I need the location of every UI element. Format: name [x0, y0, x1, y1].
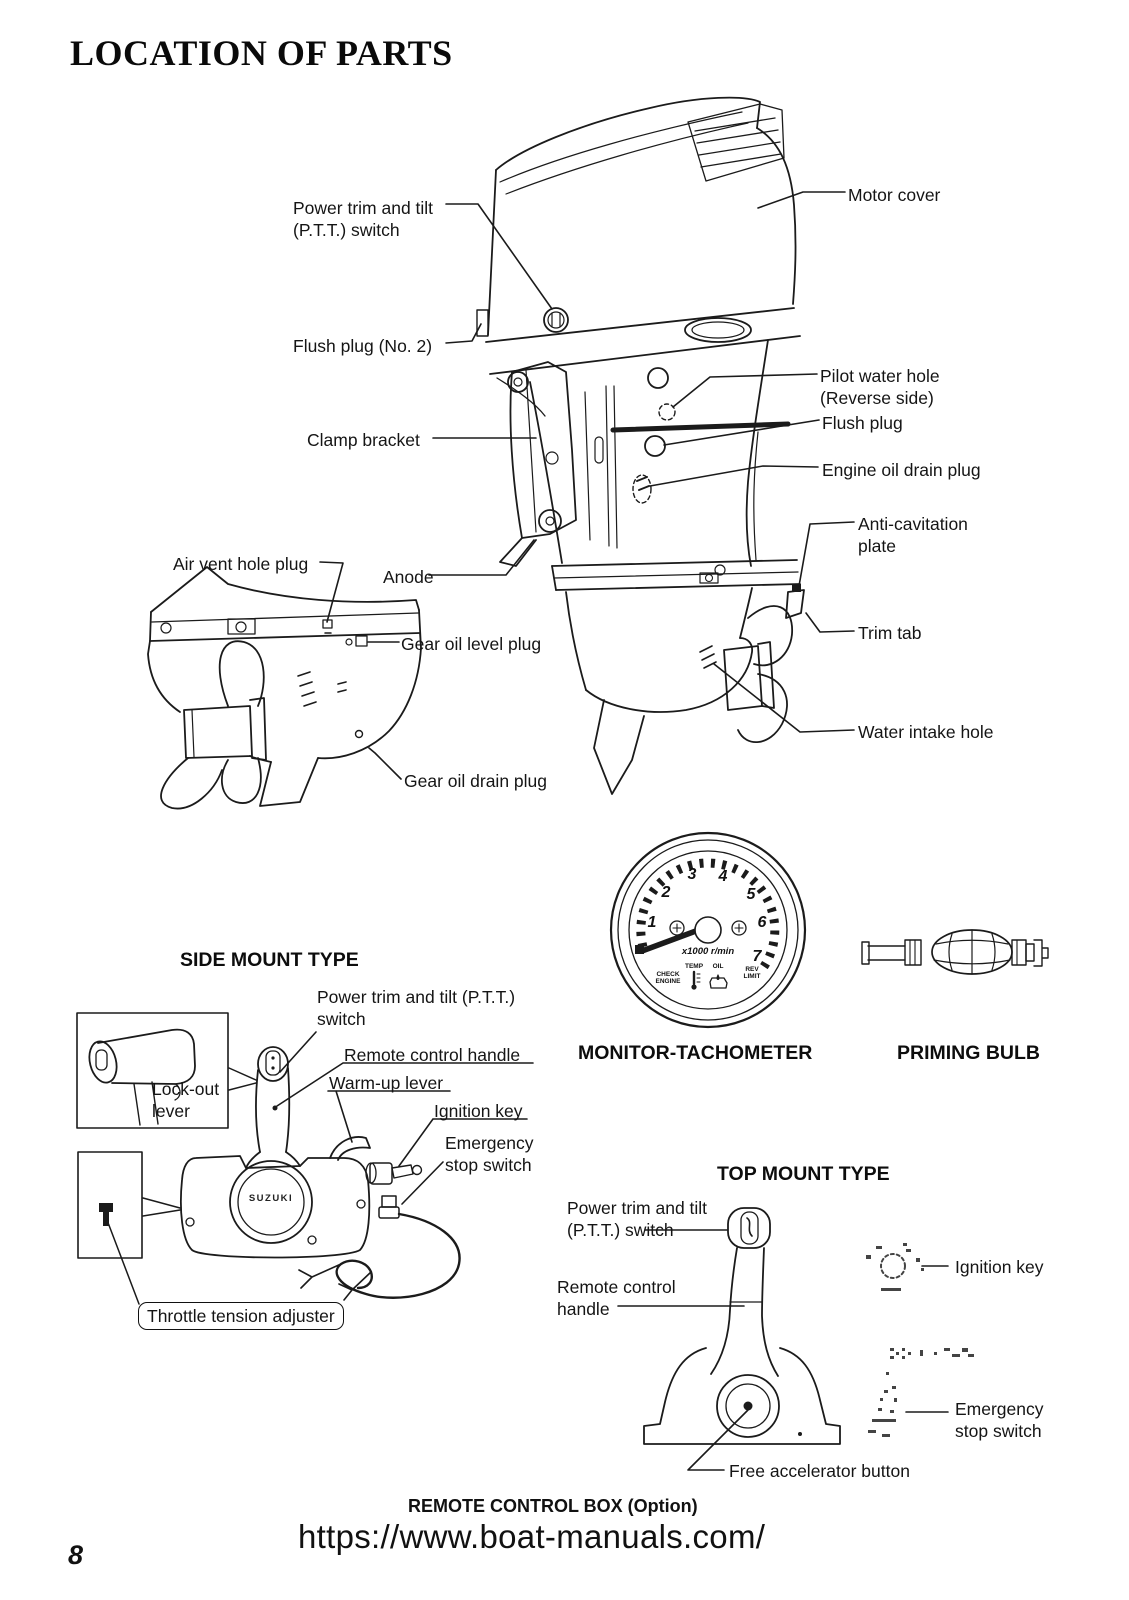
dial-number-5: 5 — [746, 886, 756, 903]
warning-temp: TEMP — [684, 963, 704, 970]
warning-oil: OIL — [712, 963, 724, 970]
label-remote-control-handle: Remote control handle — [344, 1045, 521, 1065]
tachometer-illustration — [609, 831, 807, 1029]
top-mount-illustration — [643, 1207, 841, 1445]
caption-remote-control-box: REMOTE CONTROL BOX (Option) — [408, 1496, 698, 1516]
dial-number-6: 6 — [757, 914, 767, 931]
label-anode: Anode — [383, 567, 434, 587]
label-free-accelerator-button: Free accelerator button — [729, 1461, 910, 1481]
label-water-intake-hole: Water intake hole — [858, 722, 994, 742]
label-gear-oil-drain-plug: Gear oil drain plug — [404, 771, 547, 791]
label-gear-oil-level-plug: Gear oil level plug — [401, 634, 542, 654]
label-engine-oil-drain-plug: Engine oil drain plug — [822, 460, 981, 480]
label-lock-out-lever: Lock-out lever — [152, 1079, 220, 1122]
label-throttle-tension-adjuster: Throttle tension adjuster — [138, 1302, 344, 1331]
label-sm-ptt-switch: Power trim and tilt (P.T.T.) switch — [317, 987, 516, 1030]
dial-number-1: 1 — [647, 914, 657, 931]
label-ignition-key: Ignition key — [434, 1101, 523, 1121]
label-flush-plug-no2: Flush plug (No. 2) — [293, 336, 433, 356]
label-tm-emergency-stop-switch: Emergency stop switch — [955, 1399, 1044, 1442]
warning-rev-limit: REV LIMIT — [743, 966, 761, 981]
page-title: LOCATION OF PARTS — [70, 33, 453, 73]
heading-side-mount-type: SIDE MOUNT TYPE — [180, 949, 359, 971]
label-clamp-bracket: Clamp bracket — [307, 430, 420, 450]
footer-url: https://www.boat-manuals.com/ — [298, 1518, 766, 1555]
dial-unit-label: x1000 r/min — [681, 946, 735, 957]
dial-number-7: 7 — [752, 948, 762, 965]
outboard-motor-illustration — [476, 96, 805, 795]
label-flush-plug: Flush plug — [822, 413, 903, 433]
dial-number-4: 4 — [718, 868, 728, 885]
label-pilot-water-hole: Pilot water hole (Reverse side) — [820, 366, 940, 409]
label-trim-tab: Trim tab — [858, 623, 922, 643]
suzuki-logo-text: SUZUKI — [248, 1193, 294, 1204]
label-tm-ignition-key: Ignition key — [955, 1257, 1044, 1277]
dial-number-3: 3 — [687, 866, 697, 883]
label-warm-up-lever: Warm-up lever — [329, 1073, 444, 1093]
heading-priming-bulb: PRIMING BULB — [897, 1042, 1040, 1064]
label-ptt-switch: Power trim and tilt (P.T.T.) switch — [293, 198, 434, 241]
label-motor-cover: Motor cover — [848, 185, 941, 205]
lower-unit-illustration — [147, 566, 422, 810]
label-anti-cavitation-plate: Anti-cavitation plate — [858, 514, 968, 557]
heading-monitor-tachometer: MONITOR-TACHOMETER — [578, 1042, 813, 1064]
label-emergency-stop-switch: Emergency stop switch — [445, 1133, 534, 1176]
label-tm-ptt-switch: Power trim and tilt (P.T.T.) switch — [567, 1198, 708, 1241]
heading-top-mount-type: TOP MOUNT TYPE — [717, 1163, 890, 1185]
dial-number-2: 2 — [661, 884, 671, 901]
label-tm-remote-control-handle: Remote control handle — [557, 1277, 676, 1320]
warning-check-engine: CHECK ENGINE — [655, 971, 681, 986]
label-air-vent-hole-plug: Air vent hole plug — [173, 554, 309, 574]
page-number: 8 — [68, 1540, 84, 1570]
priming-bulb-illustration — [861, 929, 1049, 975]
